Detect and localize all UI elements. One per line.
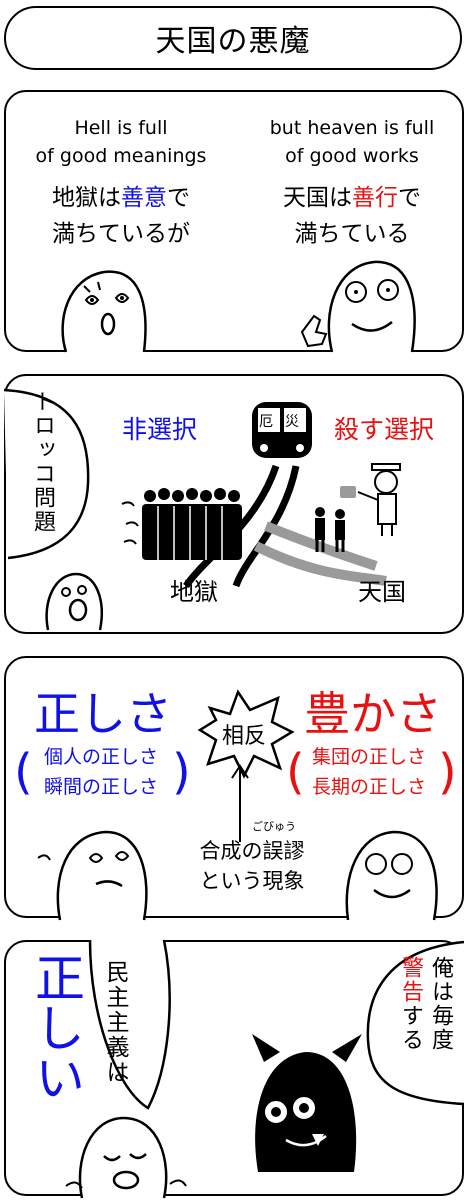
hell-label: 地獄 xyxy=(170,578,218,606)
train-sign-2: 災 xyxy=(285,414,299,430)
long-term-correctness: 長期の正しさ xyxy=(312,776,427,798)
panel-1: Hell is full of good meanings 地獄は善意で 満ちて… xyxy=(4,90,464,353)
right-paren-close: ) xyxy=(438,744,457,800)
fallacy-caption: 合成の誤謬 という現象 xyxy=(199,839,305,893)
conflict-burst-icon xyxy=(197,689,295,779)
speech-bubble-left xyxy=(3,388,90,560)
richness-title: 豊かさ xyxy=(304,687,442,741)
trolley-problem-label: トロッコ問題 xyxy=(30,390,55,534)
right-english-line-1: but heaven is full xyxy=(269,117,435,139)
worried-character-icon xyxy=(37,830,148,921)
left-english-quote: Hell is full of good meanings xyxy=(16,114,226,170)
warning-word: 警告 xyxy=(398,956,423,1004)
right-paren: ( xyxy=(286,744,305,800)
railway-worker-icon xyxy=(340,463,401,536)
conflict-label: 相反 xyxy=(222,724,267,749)
train-icon xyxy=(252,402,312,458)
heaven-label: 天国 xyxy=(358,578,406,606)
left-english-line-1: Hell is full xyxy=(74,117,168,139)
zenkou-word: 善行 xyxy=(352,185,398,211)
surprised-character-icon xyxy=(61,270,147,353)
left-paren: ( xyxy=(14,744,33,800)
left-japanese-quote: 地獄は善意で 満ちているが xyxy=(52,185,190,247)
train-sign-1: 厄 xyxy=(259,414,273,430)
right-english-quote: but heaven is full of good works xyxy=(242,114,462,170)
speech-bubble-center xyxy=(88,939,171,1110)
correct-big-label: 正しい xyxy=(27,952,85,1102)
smiling-glasses-character-icon xyxy=(345,830,438,921)
devil-speech-line-1: 俺は毎度 xyxy=(428,956,453,1052)
panel-3: 正しさ ( 個人の正しさ 瞬間の正しさ ) 相反 豊かさ ( 集団の正しさ 長期… xyxy=(4,656,464,921)
speech-bubble-right xyxy=(366,940,465,1106)
right-japanese-quote: 天国は善行で 満ちている xyxy=(283,185,421,247)
individual-correctness: 個人の正しさ xyxy=(44,746,159,768)
up-arrow-icon xyxy=(231,764,249,842)
crowd-icon xyxy=(121,488,242,560)
page-title: 天国の悪魔 xyxy=(155,24,311,59)
panel-2: トロッコ問題 非選択 殺す選択 厄 災 地獄 天国 xyxy=(3,374,464,634)
left-english-line-2: of good meanings xyxy=(35,145,207,167)
devil-speech-line-2: 警告する xyxy=(398,956,423,1052)
zeni-word: 善意 xyxy=(121,185,167,211)
devil-character-icon xyxy=(252,1034,362,1172)
group-correctness: 集団の正しさ xyxy=(312,746,427,768)
correctness-title: 正しさ xyxy=(34,687,172,741)
momentary-correctness: 瞬間の正しさ xyxy=(44,776,159,798)
small-group-icon xyxy=(315,507,345,552)
shocked-character-icon xyxy=(45,572,103,631)
correctness-list: 個人の正しさ 瞬間の正しさ xyxy=(44,742,158,802)
democracy-label: 民主主義は xyxy=(102,960,128,1085)
right-english-line-2: of good works xyxy=(285,145,419,167)
richness-list: 集団の正しさ 長期の正しさ xyxy=(312,742,426,802)
title-banner: 天国の悪魔 xyxy=(4,6,462,70)
kill-choice-label: 殺す選択 xyxy=(334,415,435,444)
ruby-text: ごびゅう xyxy=(252,820,296,833)
pointing-character-icon xyxy=(300,260,416,353)
no-choice-label: 非選択 xyxy=(122,415,198,444)
left-paren-close: ) xyxy=(172,744,191,800)
crying-character-icon xyxy=(65,1116,187,1199)
panel-4: 正しい 民主主義は 俺は毎度 警告する xyxy=(4,939,465,1199)
